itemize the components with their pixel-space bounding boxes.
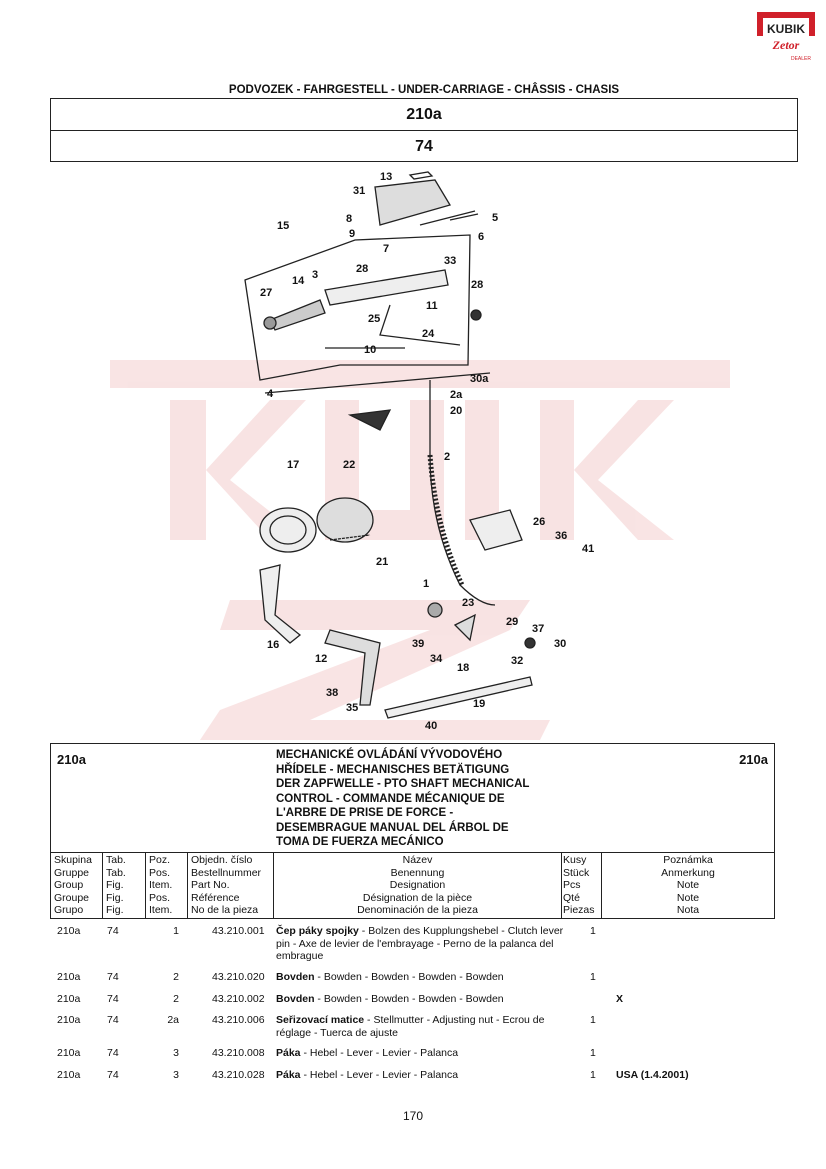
- group-code: 210a: [406, 106, 442, 123]
- part-label: 37: [532, 623, 545, 635]
- figure-number: 74: [51, 130, 797, 161]
- part-label: 7: [383, 243, 390, 255]
- part-label: 30: [554, 638, 567, 650]
- part-label: 14: [292, 275, 305, 287]
- kubik-zetor-logo: KUBIK Zetor DEALER: [757, 12, 815, 62]
- part-label: 5: [492, 212, 499, 224]
- title-line: DER ZAPFWELLE - PTO SHAFT MECHANICAL: [276, 778, 530, 790]
- part-label: 10: [364, 344, 377, 356]
- part-label: 3: [312, 269, 319, 281]
- title-line: CONTROL - COMMANDE MÉCANIQUE DE: [276, 792, 505, 805]
- svg-text:KUBIK: KUBIK: [767, 22, 805, 36]
- header-pos: Poz.Pos.Item.Pos.Item.: [145, 853, 187, 919]
- part-label: 17: [287, 459, 300, 471]
- part-label: 26: [533, 516, 546, 528]
- description-box: 210a 210a MECHANICKÉ OVLÁDÁNÍ VÝVODOVÉHO…: [50, 743, 775, 919]
- group-right: 210a: [739, 752, 768, 767]
- section-title: PODVOZEK - FAHRGESTELL - UNDER-CARRIAGE …: [228, 84, 620, 96]
- part-label: 21: [376, 556, 389, 568]
- part-label: 29: [506, 616, 519, 628]
- part-label: 38: [326, 687, 339, 699]
- part-label: 13: [380, 171, 393, 183]
- part-label: 16: [267, 639, 280, 651]
- part-label: 41: [582, 543, 595, 555]
- part-label: 4: [267, 388, 274, 400]
- part-label: 35: [346, 702, 359, 714]
- part-label: 2a: [450, 389, 463, 401]
- part-label: 1: [423, 578, 430, 590]
- title-line: HŘÍDELE - MECHANISCHES BETÄTIGUNG: [276, 763, 510, 776]
- part-label: 28: [356, 263, 369, 275]
- part-label: 6: [478, 231, 485, 243]
- title-box: 210a 74: [50, 98, 798, 162]
- part-label: 23: [462, 597, 475, 609]
- title-line: TOMA DE FUERZA MECÁNICO: [276, 836, 444, 848]
- part-label: 32: [511, 655, 524, 667]
- svg-text:DEALER: DEALER: [791, 56, 811, 62]
- part-label: 11: [426, 300, 438, 312]
- part-label: 40: [425, 720, 438, 732]
- svg-text:Zetor: Zetor: [772, 38, 800, 52]
- part-label: 18: [457, 662, 470, 674]
- title-line: L'ARBRE DE PRISE DE FORCE -: [276, 807, 454, 819]
- part-label: 2: [444, 451, 451, 463]
- part-label: 28: [471, 279, 484, 291]
- part-label: 24: [422, 328, 435, 340]
- part-label: 15: [277, 220, 290, 232]
- part-label: 22: [343, 459, 356, 471]
- part-label: 8: [346, 213, 353, 225]
- part-label: 19: [473, 698, 486, 710]
- part-label: 34: [430, 653, 443, 665]
- part-label: 31: [353, 185, 366, 197]
- part-label: 12: [315, 653, 328, 665]
- part-label: 39: [412, 638, 425, 650]
- part-label: 27: [260, 287, 273, 299]
- part-label: 20: [450, 405, 463, 417]
- part-label: 30a: [470, 373, 489, 385]
- exploded-parts-diagram: 13 31 8 9 5 6 15 7 33 28 3 28 27 14 11 2…: [230, 165, 630, 745]
- part-label: 9: [349, 228, 356, 240]
- page-number: 170: [402, 1109, 424, 1123]
- header-tab: Tab.Tab.Fig.Fig.Fig.: [102, 853, 145, 919]
- part-label: 25: [368, 313, 381, 325]
- title-line: MECHANICKÉ OVLÁDÁNÍ VÝVODOVÉHO: [276, 749, 503, 761]
- assembly-title: MECHANICKÉ OVLÁDÁNÍ VÝVODOVÉHO HŘÍDELE -…: [276, 748, 529, 850]
- group-left: 210a: [57, 752, 86, 767]
- part-label: 36: [555, 530, 568, 542]
- part-label: 33: [444, 255, 457, 267]
- title-line: DESEMBRAGUE MANUAL DEL ÁRBOL DE: [276, 821, 509, 834]
